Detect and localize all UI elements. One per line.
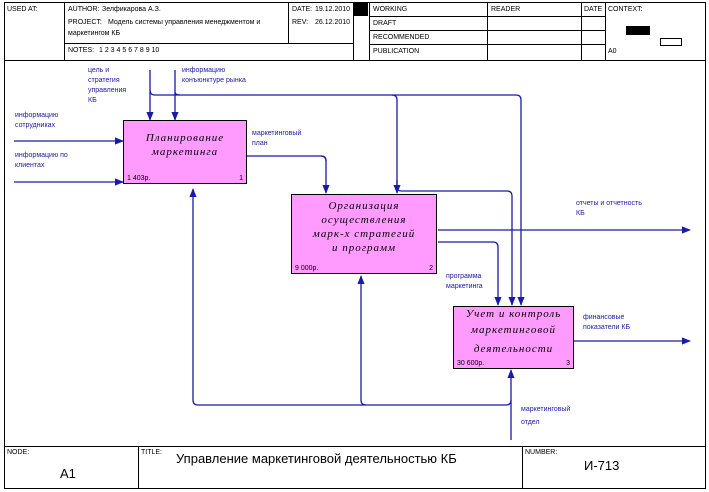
box-2-cost: 9 000р.: [295, 265, 319, 272]
box-3-number: 3: [566, 360, 570, 367]
title-label: TITLE:: [141, 449, 163, 456]
number-label: NUMBER:: [525, 449, 558, 456]
arrow-label-clients: информацию по клиентах: [15, 152, 68, 169]
activity-box-2[interactable]: Организация осуществления марк-х стратег…: [291, 194, 437, 274]
node-value: A1: [60, 466, 76, 481]
status-draft: DRAFT: [373, 20, 397, 27]
author-label: AUTHOR:: [68, 6, 100, 13]
diagram-title: Управление маркетинговой деятельностью К…: [176, 451, 457, 466]
node-label: NODE:: [7, 449, 30, 456]
arrow-label-goals: цель и стратегия управления КБ: [88, 67, 127, 104]
notes-label: NOTES:: [68, 47, 95, 54]
arrow-label-reports: отчеты и отчетность КБ: [576, 200, 642, 217]
box-1-cost: 1 403р.: [127, 175, 151, 182]
arrow-label-mechanism: маркетинговый отдел: [521, 406, 571, 426]
rev-value: 26.12.2010: [315, 19, 351, 26]
box-2-number: 2: [429, 265, 433, 272]
box-3-title-line1: Учет и контроль: [465, 308, 562, 320]
status-recommended: RECOMMENDED: [373, 34, 430, 41]
date-label: DATE:: [292, 6, 313, 13]
reader-date-label: DATE: [584, 6, 603, 13]
box-2-title-line1: Организация: [328, 200, 400, 212]
status-working: WORKING: [373, 6, 408, 13]
activity-box-3[interactable]: Учет и контроль маркетинговой деятельнос…: [453, 306, 574, 369]
notes-value: 1 2 3 4 5 6 7 8 9 10: [99, 47, 160, 54]
used-at-label: USED AT:: [7, 6, 38, 13]
arrow-label-financial: финансовые показатели КБ: [583, 314, 631, 331]
reader-label: READER: [491, 6, 521, 13]
arrow-label-plan: маркетинговый план: [252, 130, 302, 147]
arrow-label-staff: информацию сотрудниках: [15, 112, 59, 129]
box-2-title-line4: и программ: [331, 242, 397, 254]
box-1-title-line2: маркетинга: [151, 146, 219, 158]
box-3-title-line3: деятельности: [473, 343, 554, 355]
status-publication: PUBLICATION: [373, 48, 420, 55]
arrow-label-program: программа маркетинга: [446, 273, 483, 290]
arrow-label-market: информацию конъюнктуре рынка: [182, 67, 246, 84]
number-value: И-713: [584, 458, 620, 473]
project-value-line2: маркетингом КБ: [68, 30, 121, 37]
context-node: A0: [608, 48, 617, 55]
context-label: CONTEXT:: [608, 6, 643, 13]
box-2-title-line2: осуществления: [321, 214, 407, 226]
activity-box-1[interactable]: Планирование маркетинга 1 403р. 1: [123, 120, 247, 184]
date-value: 19.12.2010: [315, 6, 351, 13]
box-3-cost: 30 600р.: [457, 360, 485, 367]
box-3-title-line2: маркетинговой: [471, 324, 556, 336]
box-1-number: 1: [239, 175, 243, 182]
box-2-title-line3: марк-х стратегий: [312, 228, 416, 240]
author-value: Зелфикарова А.З.: [102, 6, 161, 13]
box-1-title-line1: Планирование: [145, 132, 225, 144]
project-label: PROJECT:: [68, 19, 102, 26]
rev-label: REV:: [292, 19, 309, 26]
project-value-line1: Модель системы управления менеджментом и: [108, 19, 261, 26]
